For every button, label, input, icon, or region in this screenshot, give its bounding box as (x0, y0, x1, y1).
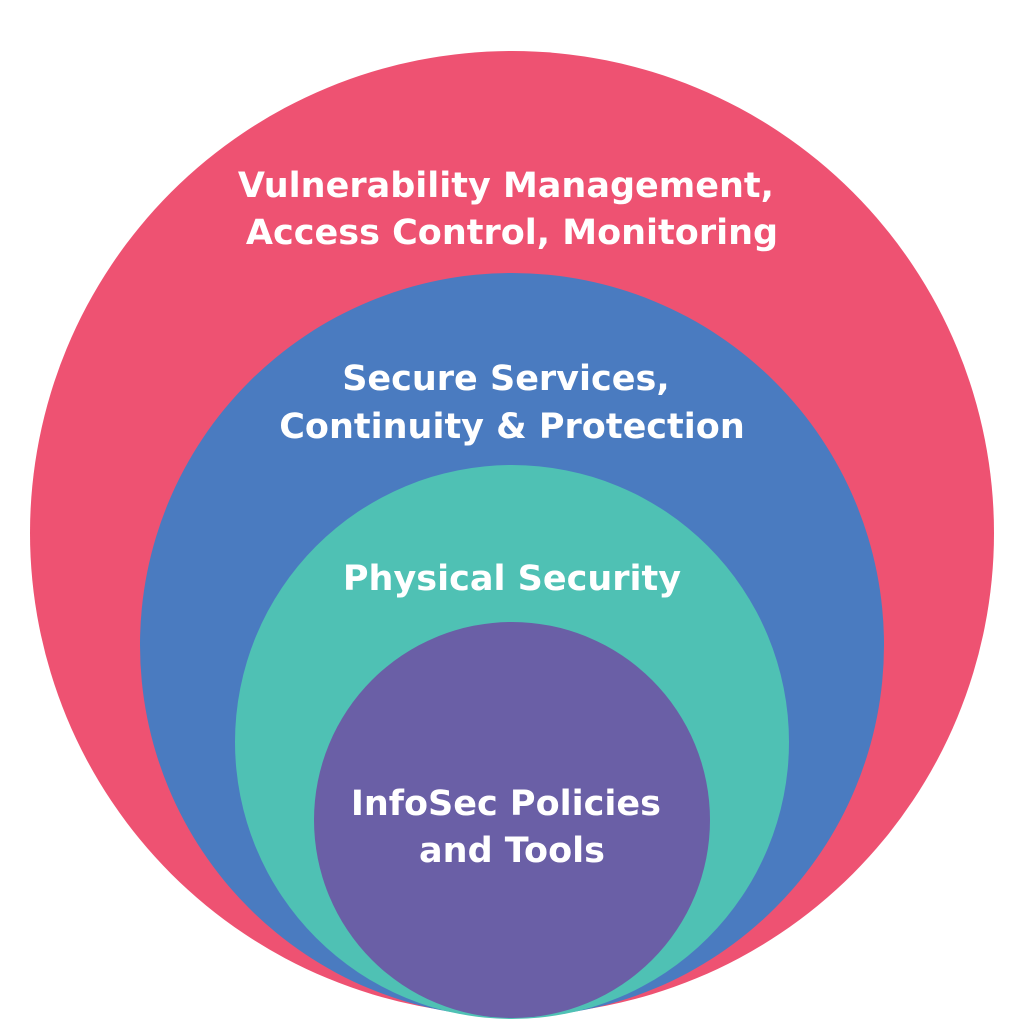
layer-core: InfoSec Policies and Tools (314, 622, 710, 1018)
layer-outer-label-line-2: Access Control, Monitoring (246, 213, 778, 253)
layer-second-label: Secure Services, Continuity & Protection (279, 359, 745, 447)
layer-outer-label: Vulnerability Management, Access Control… (238, 166, 786, 253)
layer-core-label-line-2: and Tools (419, 831, 605, 871)
layer-third-label: Physical Security (343, 559, 681, 599)
layer-core-circle (314, 622, 710, 1018)
layer-second-label-line-1: Secure Services, (342, 359, 669, 399)
layer-outer-label-line-1: Vulnerability Management, (238, 166, 774, 206)
layer-core-label-line-1: InfoSec Policies (351, 784, 661, 824)
layer-third-label-line-1: Physical Security (343, 559, 681, 599)
layer-second-label-line-2: Continuity & Protection (279, 407, 745, 447)
layer-core-label: InfoSec Policies and Tools (351, 784, 673, 871)
